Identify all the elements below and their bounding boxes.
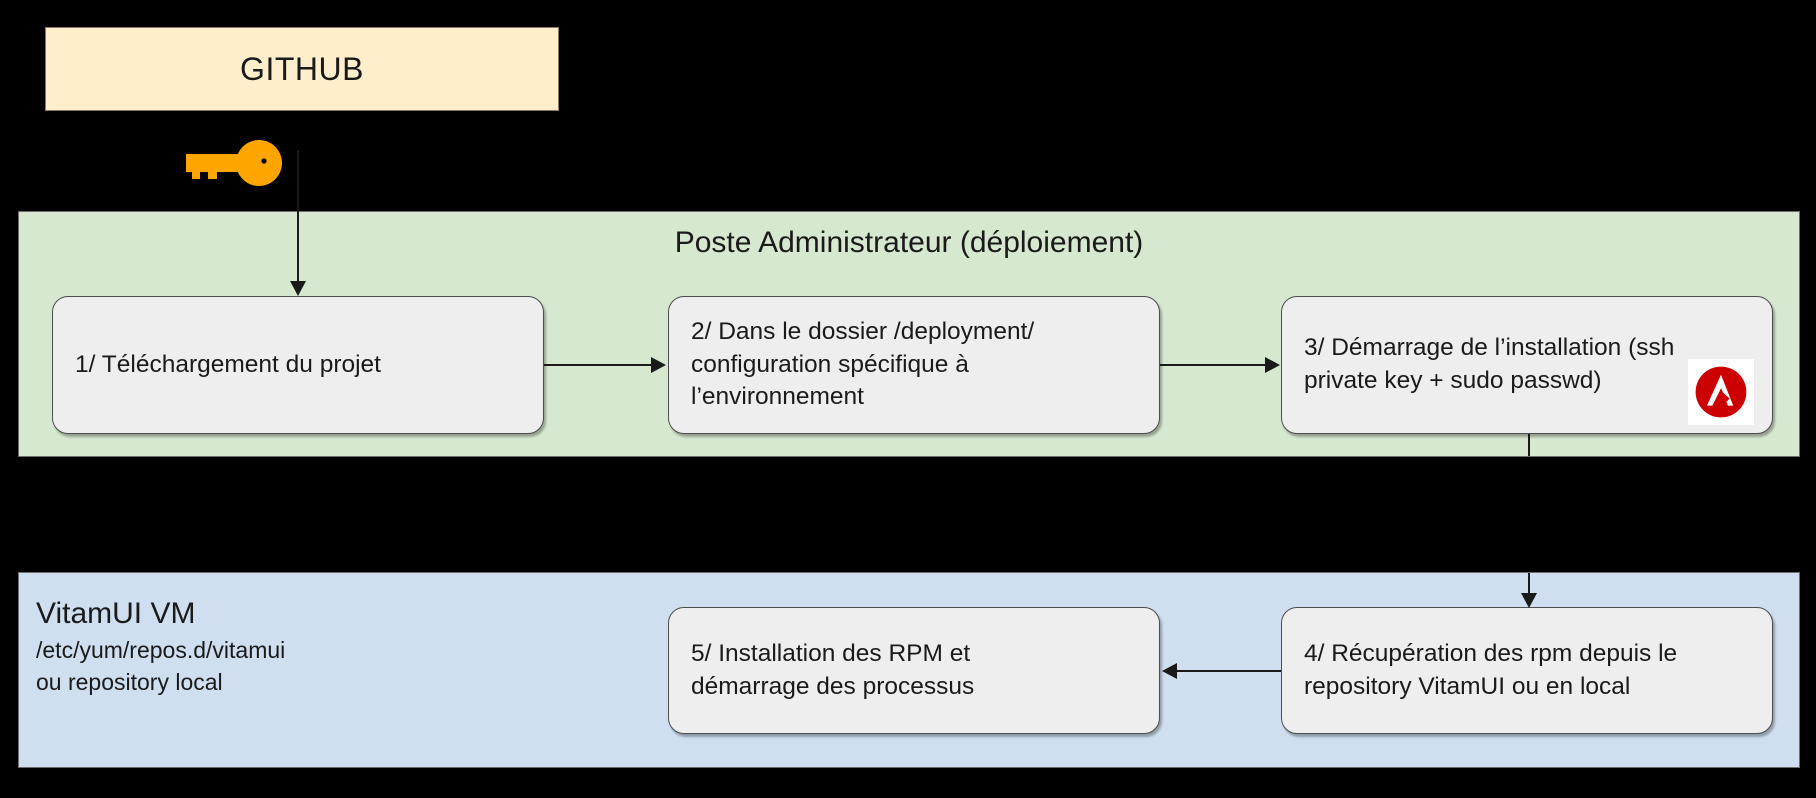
step-2-text: 2/ Dans le dossier /deployment/ configur… [691,318,1035,411]
arrow-head-step2-to-step3 [1265,357,1280,373]
arrow-head-step1-to-step2 [651,357,666,373]
step-box-2[interactable]: 2/ Dans le dossier /deployment/ configur… [668,296,1160,434]
connector-step4-to-step5 [1177,670,1281,672]
github-source-box[interactable]: GITHUB [45,27,559,111]
step-4-text: 4/ Récupération des rpm depuis le reposi… [1304,639,1678,700]
panel-vm-subtext: /etc/yum/repos.d/vitamui ou repository l… [36,635,285,698]
panel-vm-subtext-line1: /etc/yum/repos.d/vitamui [36,637,286,663]
arrow-head-step4-to-step5 [1162,663,1177,679]
panel-vm-subtext-line2: ou repository local [36,668,223,695]
connector-step2-to-step3 [1160,364,1267,366]
step-5-text: 5/ Installation des RPM et démarrage des… [691,639,975,700]
connector-github-to-step1 [297,150,299,282]
connector-step3-to-step4-lower [1528,573,1530,600]
step-1-text: 1/ Téléchargement du projet [75,350,381,378]
step-3-text: 3/ Démarrage de l’installation (ssh priv… [1304,334,1675,394]
step-box-4[interactable]: 4/ Récupération des rpm depuis le reposi… [1281,607,1773,734]
step-box-5[interactable]: 5/ Installation des RPM et démarrage des… [668,607,1160,734]
ansible-logo-icon [1688,359,1754,425]
github-label: GITHUB [240,50,364,87]
connector-step1-to-step2 [544,364,652,366]
arrow-head-step3-to-step4 [1521,593,1537,608]
step-box-3[interactable]: 3/ Démarrage de l’installation (ssh priv… [1281,296,1773,434]
step-box-1[interactable]: 1/ Téléchargement du projet [52,296,544,434]
key-icon [186,140,292,186]
panel-vm-heading: VitamUI VM [36,597,196,630]
connector-step3-to-step4-upper [1528,434,1530,456]
panel-admin-title: Poste Administrateur (déploiement) [674,226,1144,259]
arrow-head-github-to-step1 [290,281,306,296]
